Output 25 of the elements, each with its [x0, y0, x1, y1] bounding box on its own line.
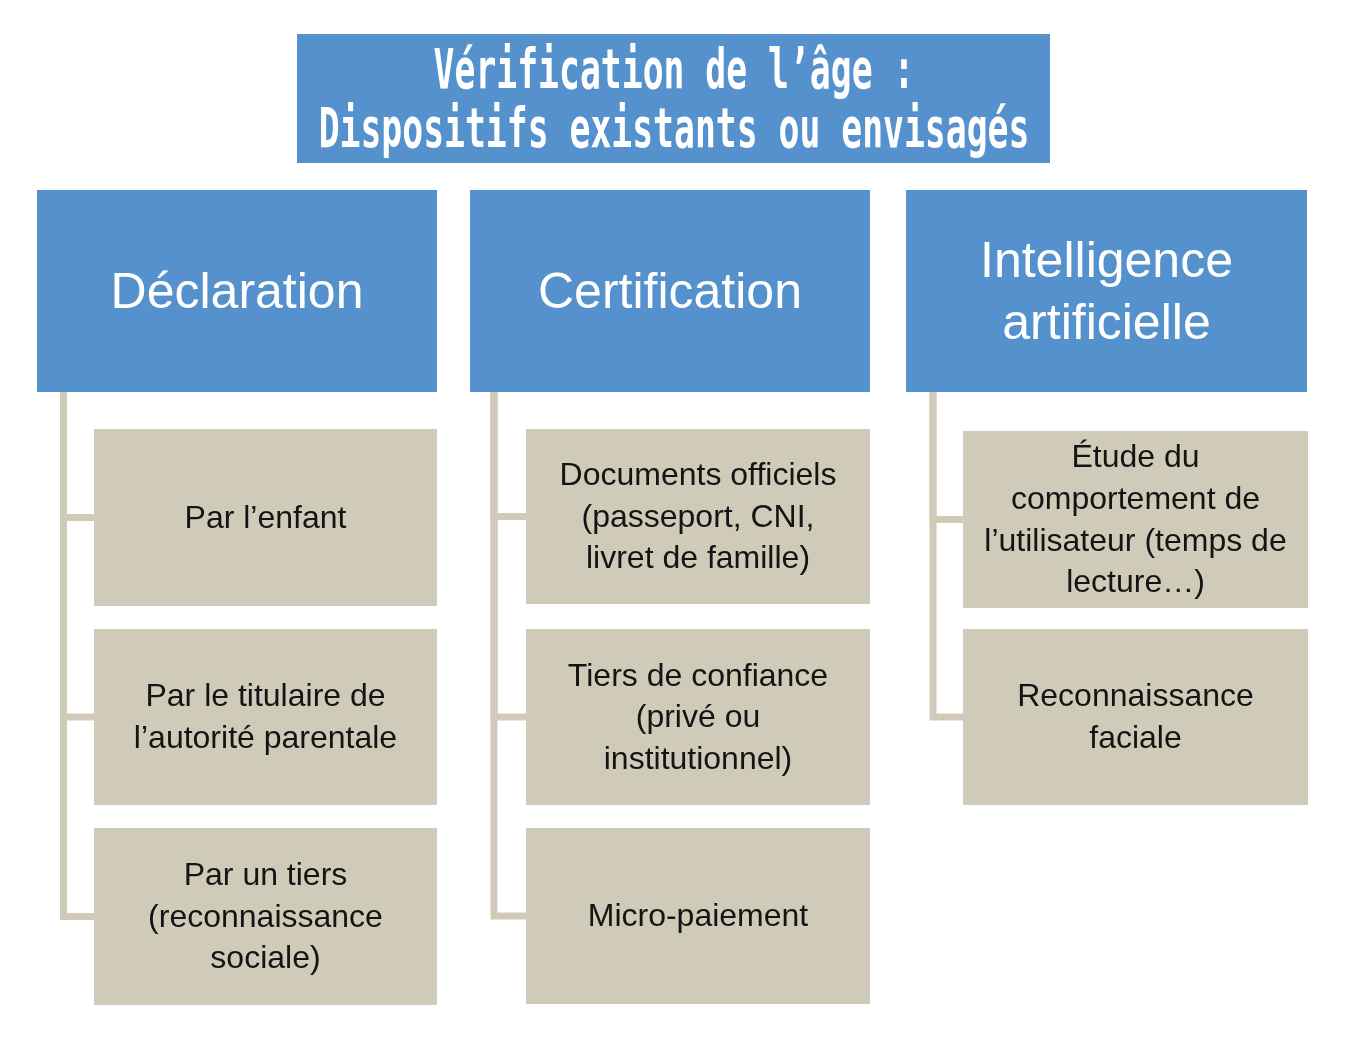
method-box [526, 828, 870, 1004]
category-box [37, 190, 437, 392]
method-label: Étude du comportement de l’utilisateur (temps de lecture…) [983, 437, 1288, 602]
method-box [963, 629, 1308, 805]
method-box [963, 431, 1308, 608]
category-box [906, 190, 1307, 392]
method-label: Par l’enfant [184, 497, 347, 537]
method-label: Documents officiels (passeport, CNI, livret de famille) [558, 455, 838, 578]
diagram-title: Vérification de l’âge : Dispositifs existants ou envisagés [317, 38, 1030, 159]
connector-line [490, 392, 526, 920]
method-label: Reconnaissance faciale [1016, 676, 1255, 757]
connector-line [929, 392, 963, 721]
method-box [526, 629, 870, 805]
method-label: Par le titulaire de l’autorité parentale [132, 676, 399, 757]
method-box [94, 828, 437, 1005]
category-label: Certification [538, 262, 802, 321]
method-box [526, 429, 870, 604]
method-label: Tiers de confiance (privé ou institutionnel) [566, 655, 830, 778]
method-box [94, 429, 437, 606]
method-label: Par un tiers (reconnaissance sociale) [147, 855, 384, 978]
method-box [94, 629, 437, 805]
category-label: Déclaration [110, 262, 364, 321]
category-box [470, 190, 870, 392]
method-label: Micro-paiement [587, 896, 809, 936]
category-label: Intelligence artificielle [979, 231, 1234, 352]
